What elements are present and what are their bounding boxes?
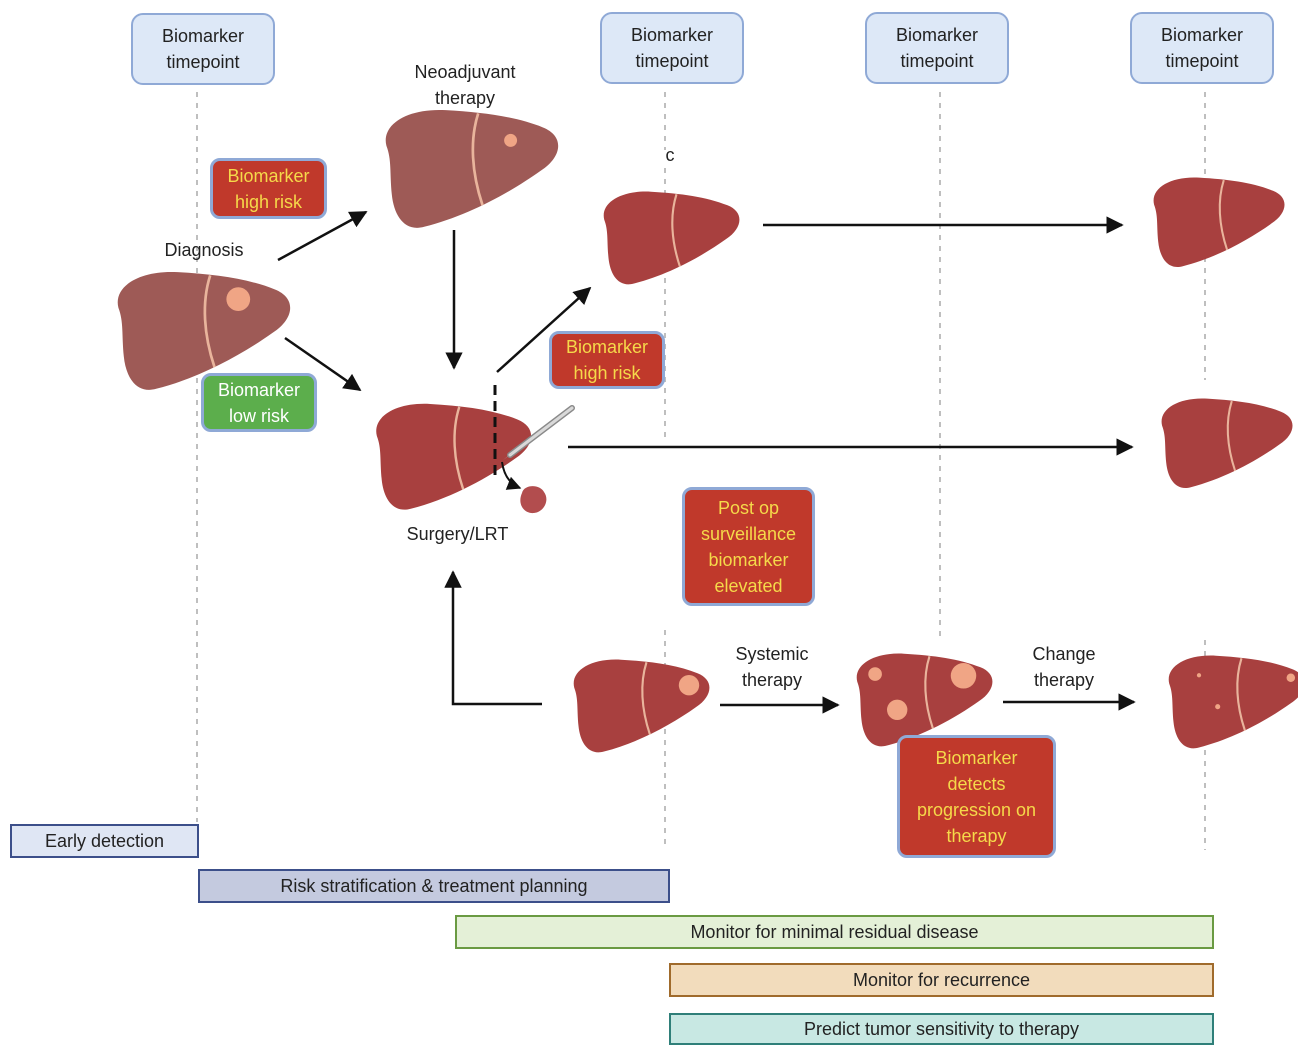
badge-low-risk: Biomarker low risk — [201, 373, 317, 432]
scalpel-icon — [503, 405, 575, 460]
liver-diagnosis — [116, 270, 292, 392]
badge-post-op-elevated: Post op surveillance biomarker elevated — [682, 487, 815, 606]
label-change-therapy: Change therapy — [1032, 644, 1096, 690]
label-systemic-therapy: Systemic therapy — [735, 644, 809, 690]
bar-tumor-sensitivity: Predict tumor sensitivity to therapy — [669, 1013, 1214, 1045]
liver-final-mid — [1160, 397, 1294, 490]
bar-minimal-residual-disease: Monitor for minimal residual disease — [455, 915, 1214, 949]
bar-early-detection: Early detection — [10, 824, 199, 858]
flow-arrows — [277, 210, 1136, 714]
liver-post-neoadjuvant — [602, 190, 741, 286]
liver-recurrence — [572, 658, 711, 754]
badge-high-risk-surgery: Biomarker high risk — [549, 331, 665, 389]
resection-arrow — [501, 461, 522, 490]
badge-progression: Biomarker detects progression on therapy — [897, 735, 1056, 858]
label-neoadjuvant: Neoadjuvant therapy — [414, 62, 516, 108]
liver-neoadjuvant — [384, 108, 560, 230]
bar-risk-stratification: Risk stratification & treatment planning — [198, 869, 670, 903]
label-c-marker: c — [665, 145, 675, 165]
label-surgery: Surgery/LRT — [406, 524, 509, 544]
liver-final-top — [1152, 176, 1286, 269]
label-diagnosis: Diagnosis — [164, 240, 244, 260]
badge-high-risk-neoadjuvant: Biomarker high risk — [210, 158, 327, 219]
bar-recurrence: Monitor for recurrence — [669, 963, 1214, 997]
liver-change-therapy — [1167, 654, 1298, 750]
resected-tumor — [520, 486, 547, 514]
liver-progression — [855, 652, 994, 748]
